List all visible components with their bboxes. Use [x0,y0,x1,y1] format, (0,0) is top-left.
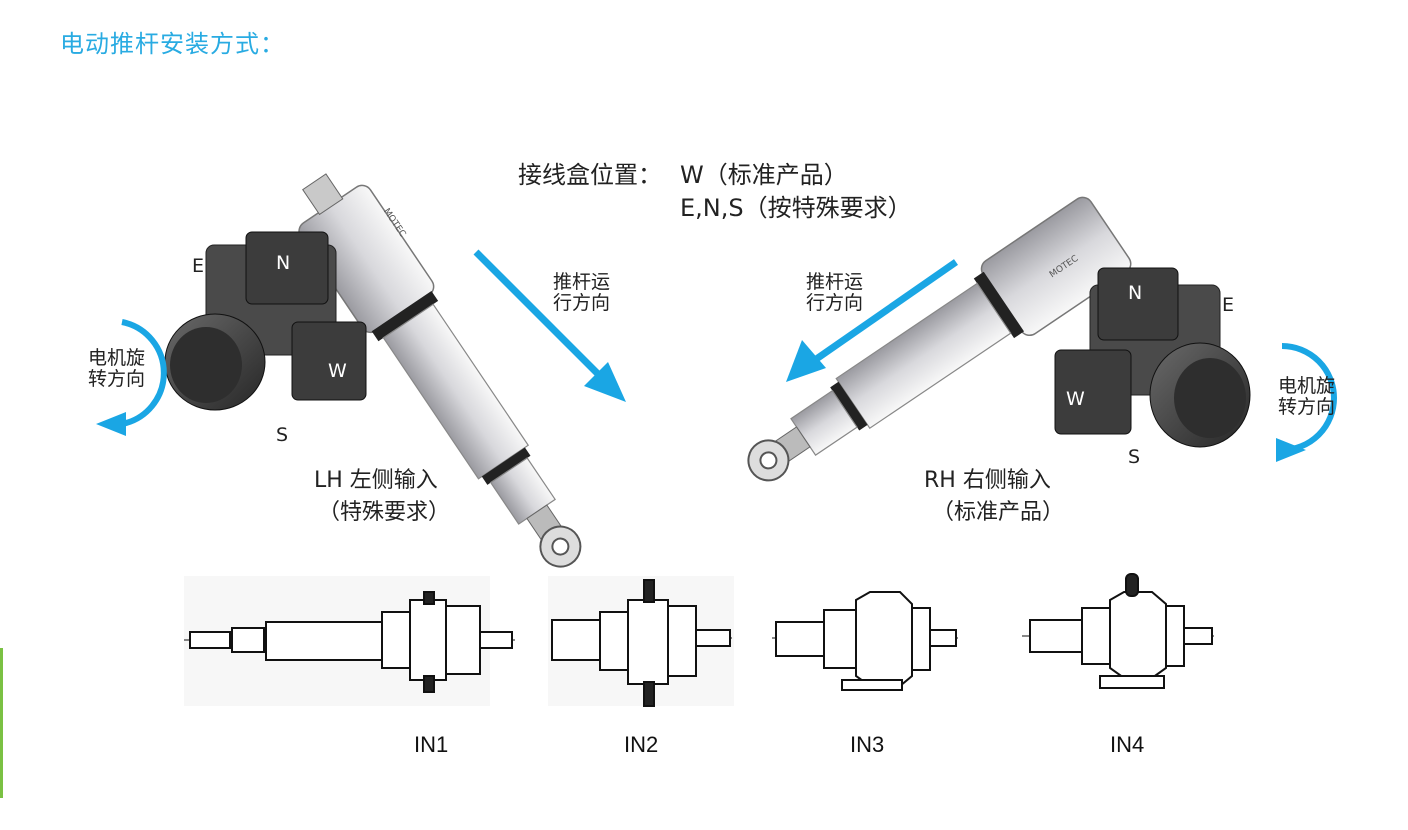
input-type-label: IN1 [414,732,449,757]
left-push-direction-label: 推杆运 行方向 [553,271,611,314]
junction-box-special: E,N,S（按特殊要求） [680,194,912,222]
input-type-label: IN3 [850,732,885,757]
left-box-e: E [192,255,205,277]
left-box-n: N [276,252,291,274]
junction-box-standard: W（标准产品） [680,161,848,189]
junction-box-label: 接线盒位置： [518,161,662,189]
accent-bar [0,648,3,798]
right-push-direction-label: 推杆运 行方向 [806,271,864,314]
right-rotation-label: 电机旋 转方向 [1278,375,1336,418]
left-box-w: W [328,360,347,382]
input-type-label: IN4 [1110,732,1145,757]
right-caption: RH 右侧输入 [924,468,1051,493]
page-title: 电动推杆安装方式： [60,30,285,58]
left-push-arrow [473,249,626,402]
right-box-e: E [1222,294,1235,316]
left-subcaption: （特殊要求） [318,500,451,525]
right-box-s: S [1128,446,1141,468]
right-push-arrow [786,259,958,382]
right-subcaption: （标准产品） [932,500,1065,525]
right-box-n: N [1128,282,1143,304]
left-rotation-label: 电机旋 转方向 [88,347,146,390]
left-box-s: S [276,424,289,446]
input-type-label: IN2 [624,732,659,757]
right-box-w: W [1066,388,1085,410]
left-caption: LH 左侧输入 [314,468,438,493]
